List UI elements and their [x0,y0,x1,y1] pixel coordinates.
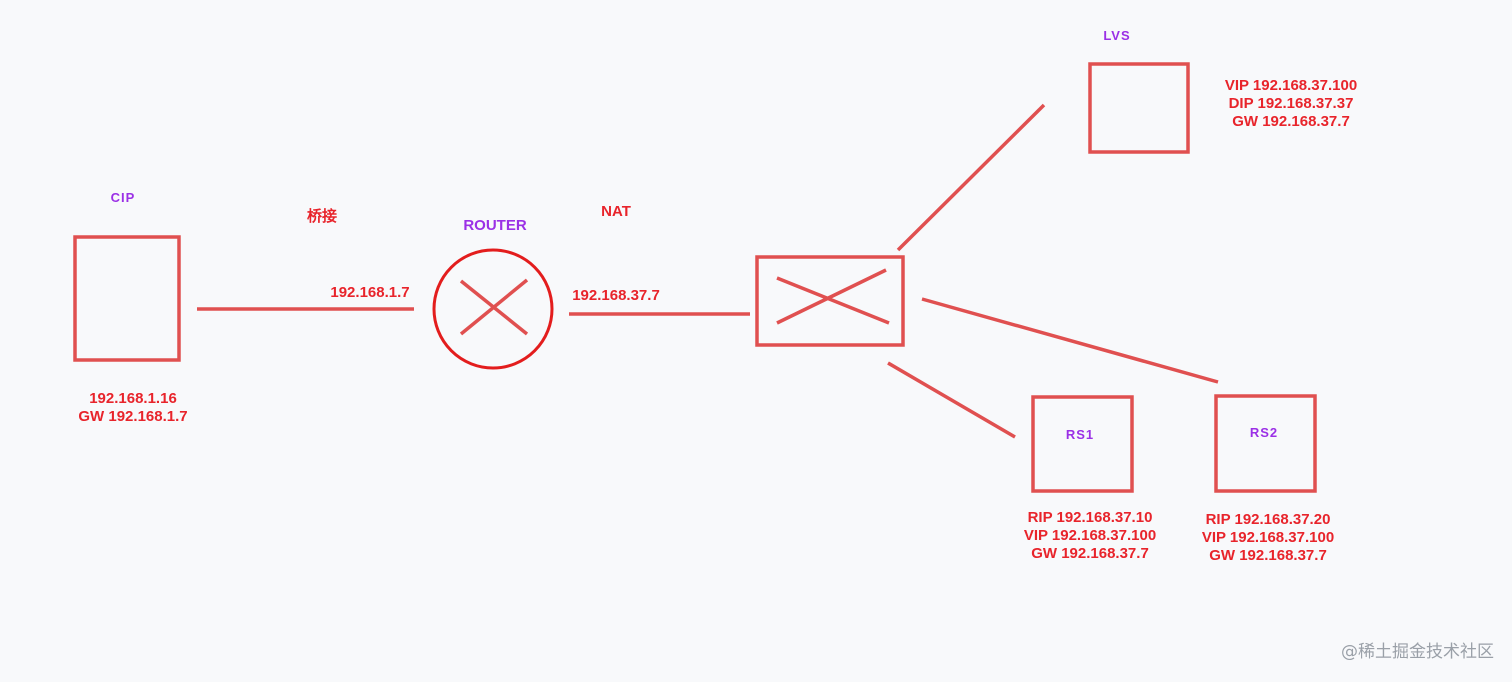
rs2-box [1214,394,1317,493]
cip-gw-label: GW 192.168.1.7 [78,408,188,425]
cip-title: CIP [110,190,136,205]
rs2-title: RS2 [1249,425,1279,440]
switch-rs1-link [887,361,1016,439]
rs2-gw-label: GW 192.168.37.7 [1209,547,1327,564]
switch-box [755,255,905,347]
rs1-vip-label: VIP 192.168.37.100 [1023,527,1157,544]
switch-cross-line-1 [776,276,890,325]
rs1-gw-label: GW 192.168.37.7 [1031,545,1149,562]
switch-rs2-link [921,297,1219,384]
rs1-title: RS1 [1065,427,1095,442]
lvs-vip-label: VIP 192.168.37.100 [1224,77,1358,94]
rs1-rip-label: RIP 192.168.37.10 [1027,509,1153,526]
router-left-ip-label: 192.168.1.7 [330,284,410,301]
cip-box [73,235,181,362]
lvs-box [1088,62,1190,154]
router-title: ROUTER [463,217,527,234]
lvs-title: LVS [1103,28,1131,43]
rs2-vip-label: VIP 192.168.37.100 [1201,529,1335,546]
bridge-link-label: 桥接 [306,208,338,225]
lvs-dip-label: DIP 192.168.37.37 [1228,95,1354,112]
rs1-box [1031,395,1134,493]
router-right-ip-label: 192.168.37.7 [572,287,660,304]
switch-cross-line-2 [776,268,887,325]
lvs-gw-label: GW 192.168.37.7 [1232,113,1350,130]
switch-lvs-link [896,103,1046,252]
rs2-rip-label: RIP 192.168.37.20 [1205,511,1331,528]
nat-link-label: NAT [601,203,631,220]
router-cross-line-2 [459,278,529,336]
watermark: @稀土掘金技术社区 [1341,642,1494,662]
cip-ip-label: 192.168.1.16 [89,390,177,407]
router-circle [432,248,554,370]
